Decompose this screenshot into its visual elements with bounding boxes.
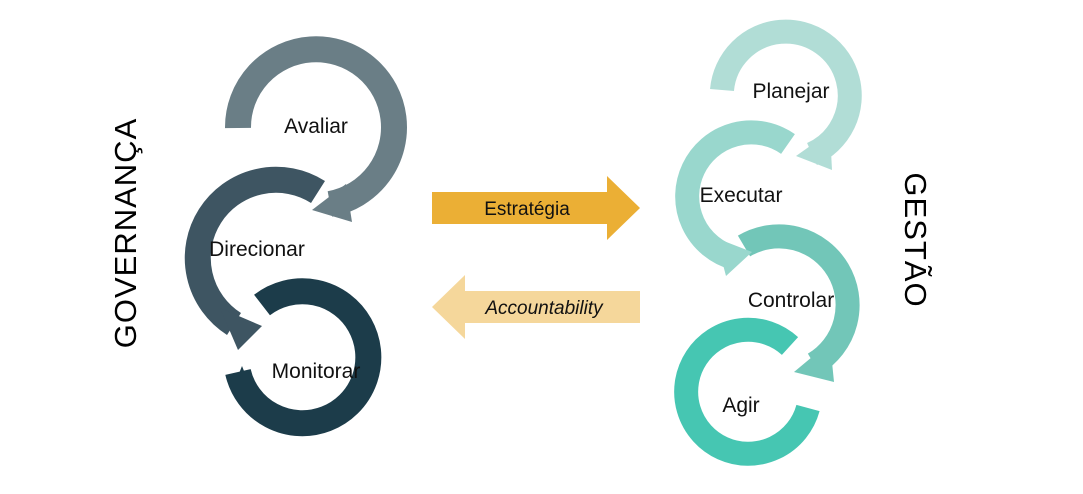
accountability-label: Accountability bbox=[484, 298, 604, 319]
cycle-agir bbox=[674, 317, 820, 466]
planejar-ring bbox=[710, 19, 862, 165]
step-agir: Agir bbox=[722, 394, 759, 417]
cycle-avaliar bbox=[224, 36, 407, 222]
step-controlar: Controlar bbox=[748, 289, 834, 312]
avaliar-arrowhead bbox=[312, 184, 352, 222]
step-direcionar: Direcionar bbox=[209, 238, 305, 261]
cycle-direcionar bbox=[184, 166, 325, 350]
agir-ring bbox=[674, 317, 820, 466]
step-planejar: Planejar bbox=[752, 80, 829, 103]
monitorar-arrowhead bbox=[234, 366, 250, 386]
governanca-title: GOVERNANÇA bbox=[108, 118, 143, 348]
controlar-arrowhead bbox=[794, 342, 834, 382]
controlar-ring bbox=[737, 224, 860, 375]
gestao-title: GESTÃO bbox=[898, 172, 933, 307]
step-avaliar: Avaliar bbox=[284, 115, 348, 138]
cycle-executar bbox=[675, 120, 795, 276]
step-executar: Executar bbox=[700, 184, 783, 207]
step-monitorar: Monitorar bbox=[272, 360, 361, 383]
executar-arrowhead bbox=[716, 238, 752, 276]
cycle-planejar bbox=[710, 19, 862, 170]
estrategia-arrow-shape bbox=[432, 176, 640, 240]
direcionar-ring bbox=[184, 166, 325, 335]
planejar-arrowhead bbox=[796, 132, 832, 170]
accountability-arrow-shape bbox=[432, 275, 640, 339]
accountability-arrow: Accountability bbox=[432, 275, 640, 339]
cycle-controlar bbox=[737, 224, 860, 382]
monitorar-ring bbox=[225, 278, 382, 437]
direcionar-arrowhead bbox=[220, 308, 262, 350]
estrategia-label: Estratégia bbox=[484, 199, 570, 220]
cycle-monitorar bbox=[225, 278, 382, 437]
executar-ring bbox=[675, 120, 795, 270]
estrategia-arrow: Estratégia bbox=[432, 176, 640, 240]
avaliar-ring bbox=[224, 36, 407, 217]
